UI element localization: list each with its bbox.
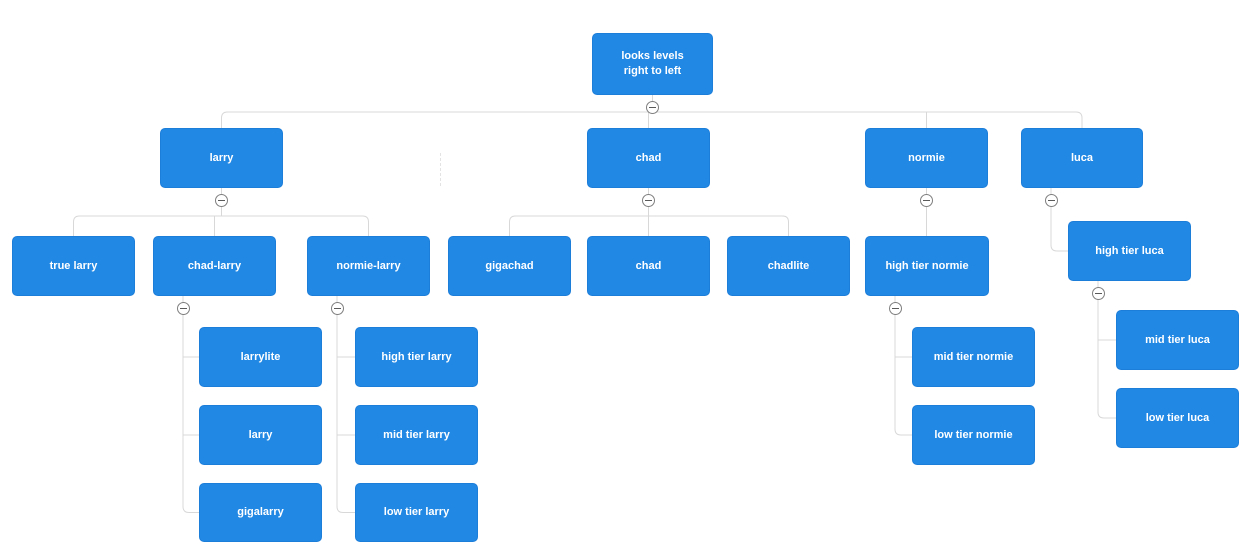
connector-line <box>1050 188 1068 252</box>
node-mid-tier-normie[interactable]: mid tier normie <box>912 327 1035 387</box>
collapse-button-luca[interactable] <box>1044 193 1058 207</box>
minus-circle-icon <box>891 307 899 309</box>
drag-guide-line <box>440 153 441 186</box>
node-label: normie <box>908 151 945 164</box>
minus-circle-icon <box>923 199 930 201</box>
node-label: high tier larry <box>381 350 452 363</box>
minus-circle-icon <box>649 106 656 108</box>
node-label: mid tier normie <box>933 350 1014 363</box>
node-gigalarry[interactable]: gigalarry <box>199 483 322 542</box>
collapse-button-larry[interactable] <box>215 193 228 207</box>
node-label: high tier luca <box>1095 244 1164 257</box>
node-chad-larry[interactable]: chad-larry <box>153 236 276 296</box>
node-root[interactable]: looks levels right to left <box>592 33 713 95</box>
node-label: low tier larry <box>383 506 450 518</box>
node-true-larry[interactable]: true larry <box>12 236 135 296</box>
node-normie-larry[interactable]: normie-larry <box>307 236 430 296</box>
collapse-button-high-tier-luca[interactable] <box>1091 286 1105 300</box>
node-label: luca <box>1070 151 1093 164</box>
connector-line <box>336 296 355 513</box>
node-low-tier-larry[interactable]: low tier larry <box>355 483 478 542</box>
node-label: larry <box>248 428 273 441</box>
collapse-button-chad-larry[interactable] <box>176 301 190 315</box>
node-label: chad <box>635 259 662 272</box>
connector-line <box>894 296 912 436</box>
minus-circle-icon <box>1094 292 1102 294</box>
minus-circle-icon <box>645 199 652 201</box>
node-gigachad[interactable]: gigachad <box>448 236 571 296</box>
connector-line <box>182 296 199 513</box>
minus-circle-icon <box>1047 199 1055 201</box>
node-luca[interactable]: luca <box>1021 128 1143 188</box>
node-label: chadlite <box>767 259 810 272</box>
node-label: larrylite <box>240 350 281 363</box>
minus-circle-icon <box>179 307 187 309</box>
node-normie[interactable]: normie <box>865 128 988 188</box>
node-label: gigalarry <box>237 506 284 518</box>
node-label: chad <box>635 151 662 164</box>
connector-line <box>1097 281 1116 419</box>
node-low-tier-normie[interactable]: low tier normie <box>912 405 1035 465</box>
node-larrylite[interactable]: larrylite <box>199 327 322 387</box>
node-label: mid tier larry <box>383 428 450 441</box>
node-mid-tier-luca[interactable]: mid tier luca <box>1116 310 1239 370</box>
node-high-tier-larry[interactable]: high tier larry <box>355 327 478 387</box>
minus-circle-icon <box>333 307 341 309</box>
node-label: larry <box>209 151 234 164</box>
node-label: low tier normie <box>934 428 1013 441</box>
node-mid-tier-larry[interactable]: mid tier larry <box>355 405 478 465</box>
node-label: looks levels right to left <box>621 50 684 77</box>
collapse-button-normie[interactable] <box>920 193 933 207</box>
connector-line <box>221 111 1083 128</box>
node-chad[interactable]: chad <box>587 128 710 188</box>
node-label: gigachad <box>485 259 534 272</box>
node-label: high tier normie <box>885 259 969 272</box>
node-label: low tier luca <box>1145 411 1210 424</box>
node-larry[interactable]: larry <box>160 128 283 188</box>
node-label: true larry <box>49 259 98 272</box>
connector-line <box>73 215 369 236</box>
node-label: normie-larry <box>336 259 401 272</box>
node-high-tier-luca[interactable]: high tier luca <box>1068 221 1191 281</box>
minus-circle-icon <box>218 199 225 201</box>
node-chadlite[interactable]: chadlite <box>727 236 850 296</box>
node-label: mid tier luca <box>1145 333 1210 346</box>
collapse-button-high-tier-normie[interactable] <box>888 301 902 315</box>
node-label: chad-larry <box>187 259 242 272</box>
collapse-button-root[interactable] <box>646 100 659 114</box>
node-high-tier-normie[interactable]: high tier normie <box>865 236 989 296</box>
node-low-tier-luca[interactable]: low tier luca <box>1116 388 1239 448</box>
node-chad-2[interactable]: chad <box>587 236 710 296</box>
node-larry-2[interactable]: larry <box>199 405 322 465</box>
collapse-button-chad[interactable] <box>642 193 655 207</box>
collapse-button-normie-larry[interactable] <box>330 301 344 315</box>
